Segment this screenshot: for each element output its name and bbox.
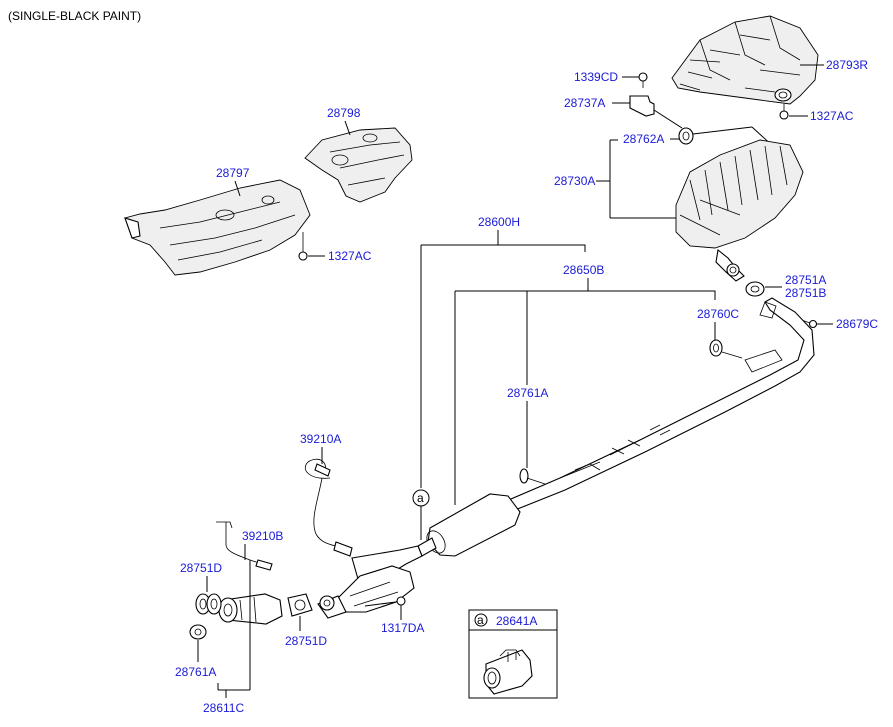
label-28798: 28798 <box>327 106 361 120</box>
label-28797: 28797 <box>216 166 250 180</box>
label-28751D-mid: 28751D <box>285 634 327 648</box>
label-1339CD: 1339CD <box>574 70 618 84</box>
label-28751B: 28751B <box>785 286 826 300</box>
rear-muffler <box>675 139 804 282</box>
bolt-1327AC-left <box>298 232 308 261</box>
leader-28730A <box>596 139 676 219</box>
inset-part-number: 28641A <box>496 614 537 628</box>
label-28793R: 28793R <box>826 58 868 72</box>
paint-note: (SINGLE-BLACK PAINT) <box>8 9 141 23</box>
label-1327AC-top: 1327AC <box>810 109 854 123</box>
muffler-heat-protector <box>671 15 819 105</box>
leader-28798 <box>344 120 351 136</box>
label-28760C: 28760C <box>697 307 739 321</box>
oxygen-sensor-39210A <box>304 458 353 557</box>
gasket-28751D-mid <box>287 593 313 617</box>
leader-28611C <box>217 560 251 698</box>
center-muffler <box>417 493 521 557</box>
label-28737A: 28737A <box>564 96 605 110</box>
bracket-link <box>653 109 683 129</box>
inset-panel: a 28641A <box>468 609 558 699</box>
callout-a: a <box>412 489 430 540</box>
label-28762A: 28762A <box>623 132 664 146</box>
label-28761A-low: 28761A <box>175 665 216 679</box>
leader-28600H <box>420 230 586 488</box>
heat-protector-28797 <box>124 179 311 276</box>
hanger-rod <box>692 126 753 135</box>
bolt-1339CD <box>638 72 648 88</box>
center-pipe <box>503 297 815 513</box>
label-28751D-left: 28751D <box>180 561 222 575</box>
gasket-28751D-left <box>195 593 222 615</box>
label-39210B: 39210B <box>242 529 283 543</box>
front-pipe <box>218 593 283 625</box>
label-28730A: 28730A <box>554 174 595 188</box>
label-28650B: 28650B <box>563 263 604 277</box>
leader-28797 <box>234 180 241 197</box>
bolt-1327AC-top <box>779 104 789 120</box>
hanger-28762A <box>678 127 694 145</box>
label-28679C: 28679C <box>836 317 878 331</box>
label-28761A-mid: 28761A <box>507 386 548 400</box>
label-1327AC-left: 1327AC <box>328 249 372 263</box>
catalytic-converter <box>317 545 423 619</box>
label-28751A: 28751A <box>785 273 826 287</box>
clamp-icon <box>483 649 533 695</box>
label-1317DA: 1317DA <box>381 621 424 635</box>
hanger-28760C <box>709 339 743 359</box>
label-39210A: 39210A <box>300 432 341 446</box>
hanger-28761A-low <box>189 624 207 640</box>
heat-protector-28798 <box>304 127 413 203</box>
callout-symbol: a <box>417 491 424 505</box>
leader-28650B <box>454 278 716 505</box>
label-28600H: 28600H <box>478 215 520 229</box>
gasket-28751A <box>745 281 765 297</box>
label-28611C: 28611C <box>203 701 244 715</box>
bracket-28737A <box>629 95 655 117</box>
oxygen-sensor-39210B <box>216 521 273 571</box>
inset-symbol: a <box>477 613 484 627</box>
